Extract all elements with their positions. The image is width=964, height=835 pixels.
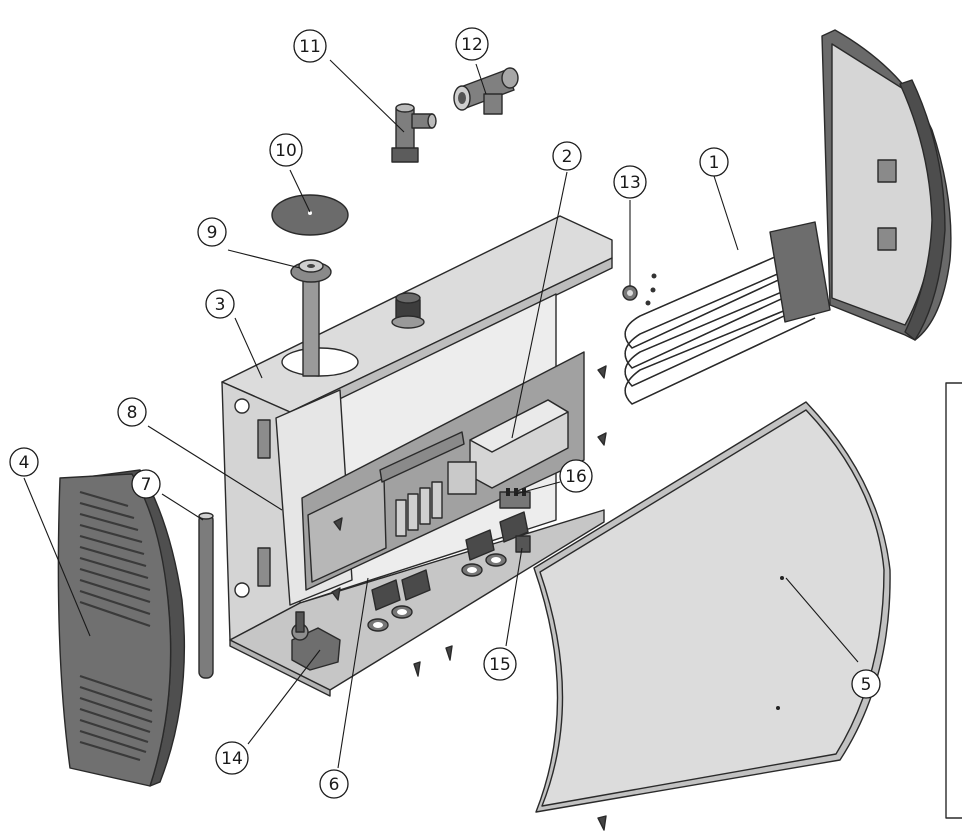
callout-11: 11: [293, 29, 327, 63]
left-end-cover: [57, 469, 186, 787]
svg-text:5: 5: [861, 675, 872, 695]
svg-text:15: 15: [489, 655, 511, 675]
svg-text:11: 11: [299, 37, 321, 57]
callout-7: 7: [131, 469, 161, 499]
callout-4: 4: [9, 447, 39, 477]
thermostat-valve: [291, 611, 341, 671]
cover-vent-slots: [79, 490, 153, 762]
frame-bracket: [945, 382, 962, 819]
callout-6: 6: [319, 769, 349, 799]
small-fittings: [622, 273, 657, 306]
callout-13: 13: [613, 165, 647, 199]
svg-text:7: 7: [141, 475, 152, 495]
svg-text:9: 9: [207, 223, 218, 243]
svg-text:13: 13: [619, 173, 641, 193]
cover-disc: [271, 194, 349, 236]
svg-text:2: 2: [562, 147, 573, 167]
cable-glands: [367, 511, 531, 632]
tee-fitting: [453, 67, 519, 115]
svg-text:1: 1: [709, 153, 720, 173]
svg-text:6: 6: [329, 775, 340, 795]
svg-text:4: 4: [19, 453, 30, 473]
callouts: 1 2 3 4 5 6 7 8: [9, 27, 881, 799]
front-cover: [533, 401, 891, 813]
right-end-cap: [821, 29, 952, 341]
callout-12: 12: [455, 27, 489, 61]
svg-text:14: 14: [221, 749, 243, 769]
heating-element: [624, 221, 831, 405]
svg-text:16: 16: [565, 467, 587, 487]
leader-lines: [23, 59, 859, 769]
callout-3: 3: [205, 289, 235, 319]
callout-16: 16: [559, 459, 593, 493]
circuit-board: [301, 351, 585, 591]
callout-10: 10: [269, 133, 303, 167]
callout-5: 5: [851, 669, 881, 699]
svg-text:3: 3: [215, 295, 226, 315]
svg-text:8: 8: [127, 403, 138, 423]
rod: [198, 512, 214, 679]
callout-9: 9: [197, 217, 227, 247]
callout-2: 2: [552, 141, 582, 171]
svg-text:12: 12: [461, 35, 483, 55]
callout-8: 8: [117, 397, 147, 427]
callout-14: 14: [215, 741, 249, 775]
callout-15: 15: [483, 647, 517, 681]
callout-1: 1: [699, 147, 729, 177]
svg-text:10: 10: [275, 141, 297, 161]
angle-valve: [391, 103, 437, 163]
sensor-probe: [290, 259, 332, 377]
